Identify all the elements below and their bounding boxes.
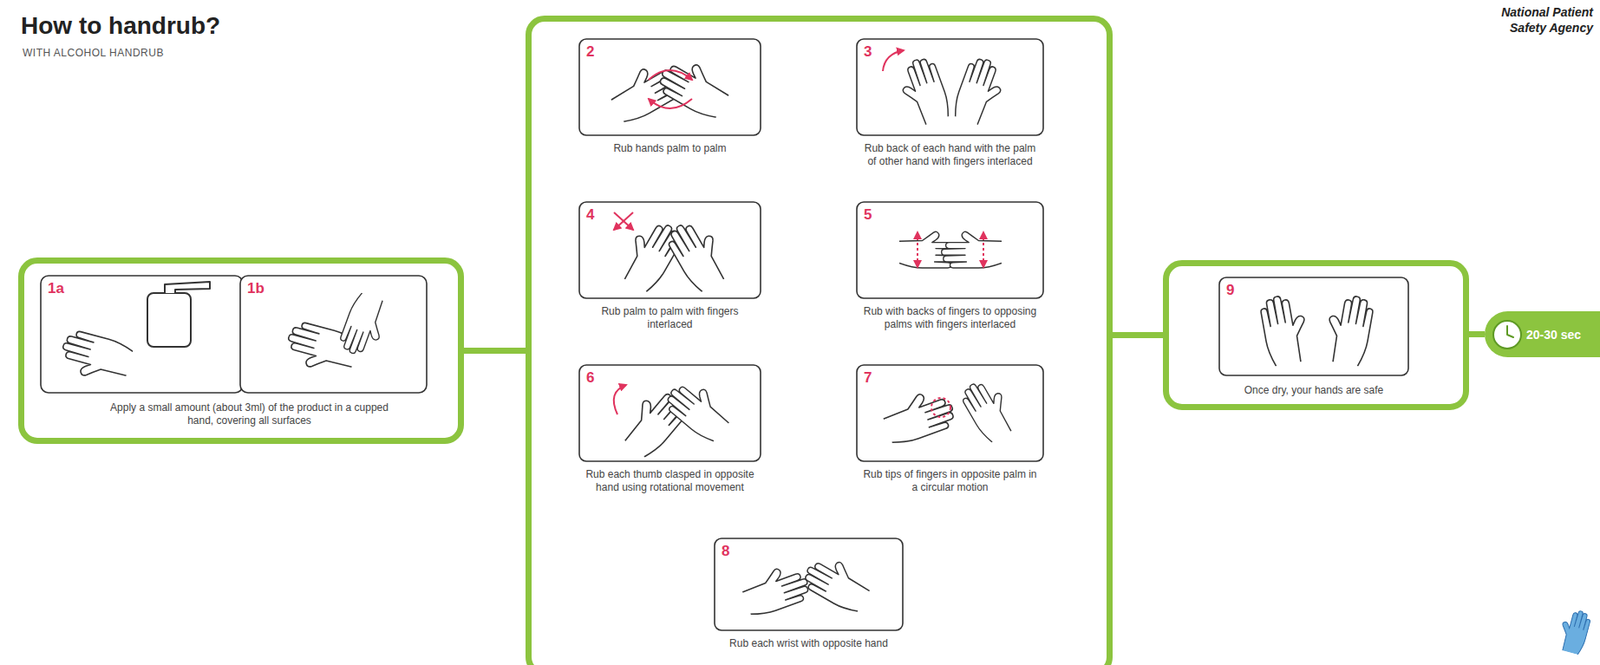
hand <box>950 54 1009 129</box>
step-panel: 2Rub hands palm to palm <box>579 39 761 156</box>
hand <box>1259 292 1313 367</box>
hand <box>958 374 1020 445</box>
step-number: 3 <box>856 39 1044 136</box>
campaign-logo <box>1555 607 1593 657</box>
panel-frame <box>1219 277 1409 376</box>
hand <box>941 231 1002 268</box>
hand <box>653 52 734 123</box>
step-panel: 7Rub tips of fingers in opposite palm in… <box>856 365 1044 495</box>
hand-drawings <box>57 52 1375 620</box>
step-number: 2 <box>579 39 761 136</box>
step-caption: Rub with backs of fingers to opposing pa… <box>856 305 1044 332</box>
motion-arrow <box>613 212 634 230</box>
step-caption: Rub palm to palm with fingers interlaced <box>579 305 761 332</box>
hand <box>663 214 734 294</box>
step-caption: Rub each wrist with opposite hand <box>714 637 903 651</box>
hand <box>799 549 876 616</box>
motion-arrow <box>916 232 919 268</box>
step-caption: Rub each thumb clasped in opposite hand … <box>579 468 761 495</box>
motion-arrow <box>982 232 985 268</box>
step-number: 7 <box>856 365 1044 462</box>
motion-arrow <box>613 212 634 230</box>
dispenser-pump <box>164 281 210 294</box>
panel-frame <box>714 538 903 631</box>
connector-bar <box>1112 332 1163 339</box>
instruction-box: 1a1bApply a small amount (about 3ml) of … <box>18 257 464 445</box>
hand <box>57 328 135 387</box>
panel-frame <box>856 202 1044 299</box>
motion-arrow <box>882 50 904 72</box>
panel-frame <box>856 365 1044 462</box>
step-caption: Rub back of each hand with the palm of o… <box>856 142 1044 169</box>
timer-text: 20-30 sec <box>1526 327 1581 342</box>
panel-frame <box>579 202 761 299</box>
motion-marks <box>613 50 984 418</box>
step-number: 5 <box>856 202 1044 299</box>
step-number: 6 <box>579 365 761 462</box>
hand <box>337 291 392 360</box>
step-panel: 3Rub back of each hand with the palm of … <box>856 39 1044 169</box>
step-panel: 5Rub with backs of fingers to opposing p… <box>856 202 1044 332</box>
instruction-caption: Apply a small amount (about 3ml) of the … <box>40 401 458 437</box>
steps-panel: 2Rub hands palm to palm 3Rub back of each… <box>525 15 1113 665</box>
panel-frame <box>856 39 1044 136</box>
panel-frame <box>40 275 243 393</box>
motion-arrow <box>648 70 693 80</box>
step-number: 1b <box>240 275 427 393</box>
step-caption: Rub tips of fingers in opposite palm in … <box>856 468 1044 495</box>
title-slot: How to handrub? <box>20 12 221 40</box>
hand <box>738 561 813 620</box>
title: How to handrub? <box>20 12 221 40</box>
clock-icon <box>1490 318 1524 352</box>
motion-arrow <box>613 385 627 415</box>
subtitle: WITH ALCOHOL HANDRUB <box>22 46 164 59</box>
step-panel: 8Rub each wrist with opposite hand <box>714 538 903 651</box>
step-number: 8 <box>714 538 903 631</box>
step-number: 4 <box>579 202 761 299</box>
result-caption: Once dry, your hands are safe <box>1219 384 1409 398</box>
clock-face <box>1493 320 1522 349</box>
agency-name: National Patient <box>1501 5 1594 20</box>
result-box: 9Once dry, your hands are safe <box>1162 260 1470 411</box>
step-panel: 6Rub each thumb clasped in opposite hand… <box>579 365 761 495</box>
panel-frame <box>579 39 761 136</box>
panel-frames <box>40 39 1409 631</box>
connector-bar <box>463 347 526 354</box>
label-slot: WITH ALCOHOL HANDRUB <box>22 46 164 59</box>
hand <box>660 373 736 445</box>
step-caption: Rub hands palm to palm <box>579 142 761 156</box>
clock-hands <box>1507 326 1514 338</box>
hand <box>1322 292 1376 367</box>
agency-name: Safety Agency <box>1509 20 1594 35</box>
connector-bar <box>1469 331 1485 338</box>
panel-frame <box>579 365 761 462</box>
step-panel: 4Rub palm to palm with fingers interlace… <box>579 202 761 332</box>
hand <box>879 385 959 448</box>
dispenser-bottle <box>147 293 191 347</box>
label-slot: National Patient <box>1501 5 1594 20</box>
motion-arrow <box>648 98 693 109</box>
step-number: 1a <box>40 275 241 393</box>
panel-frame <box>240 275 427 393</box>
hand <box>894 54 954 129</box>
label-slot: Safety Agency <box>1509 20 1594 35</box>
motion-circle <box>931 398 951 418</box>
step-number: 9 <box>1219 277 1409 376</box>
